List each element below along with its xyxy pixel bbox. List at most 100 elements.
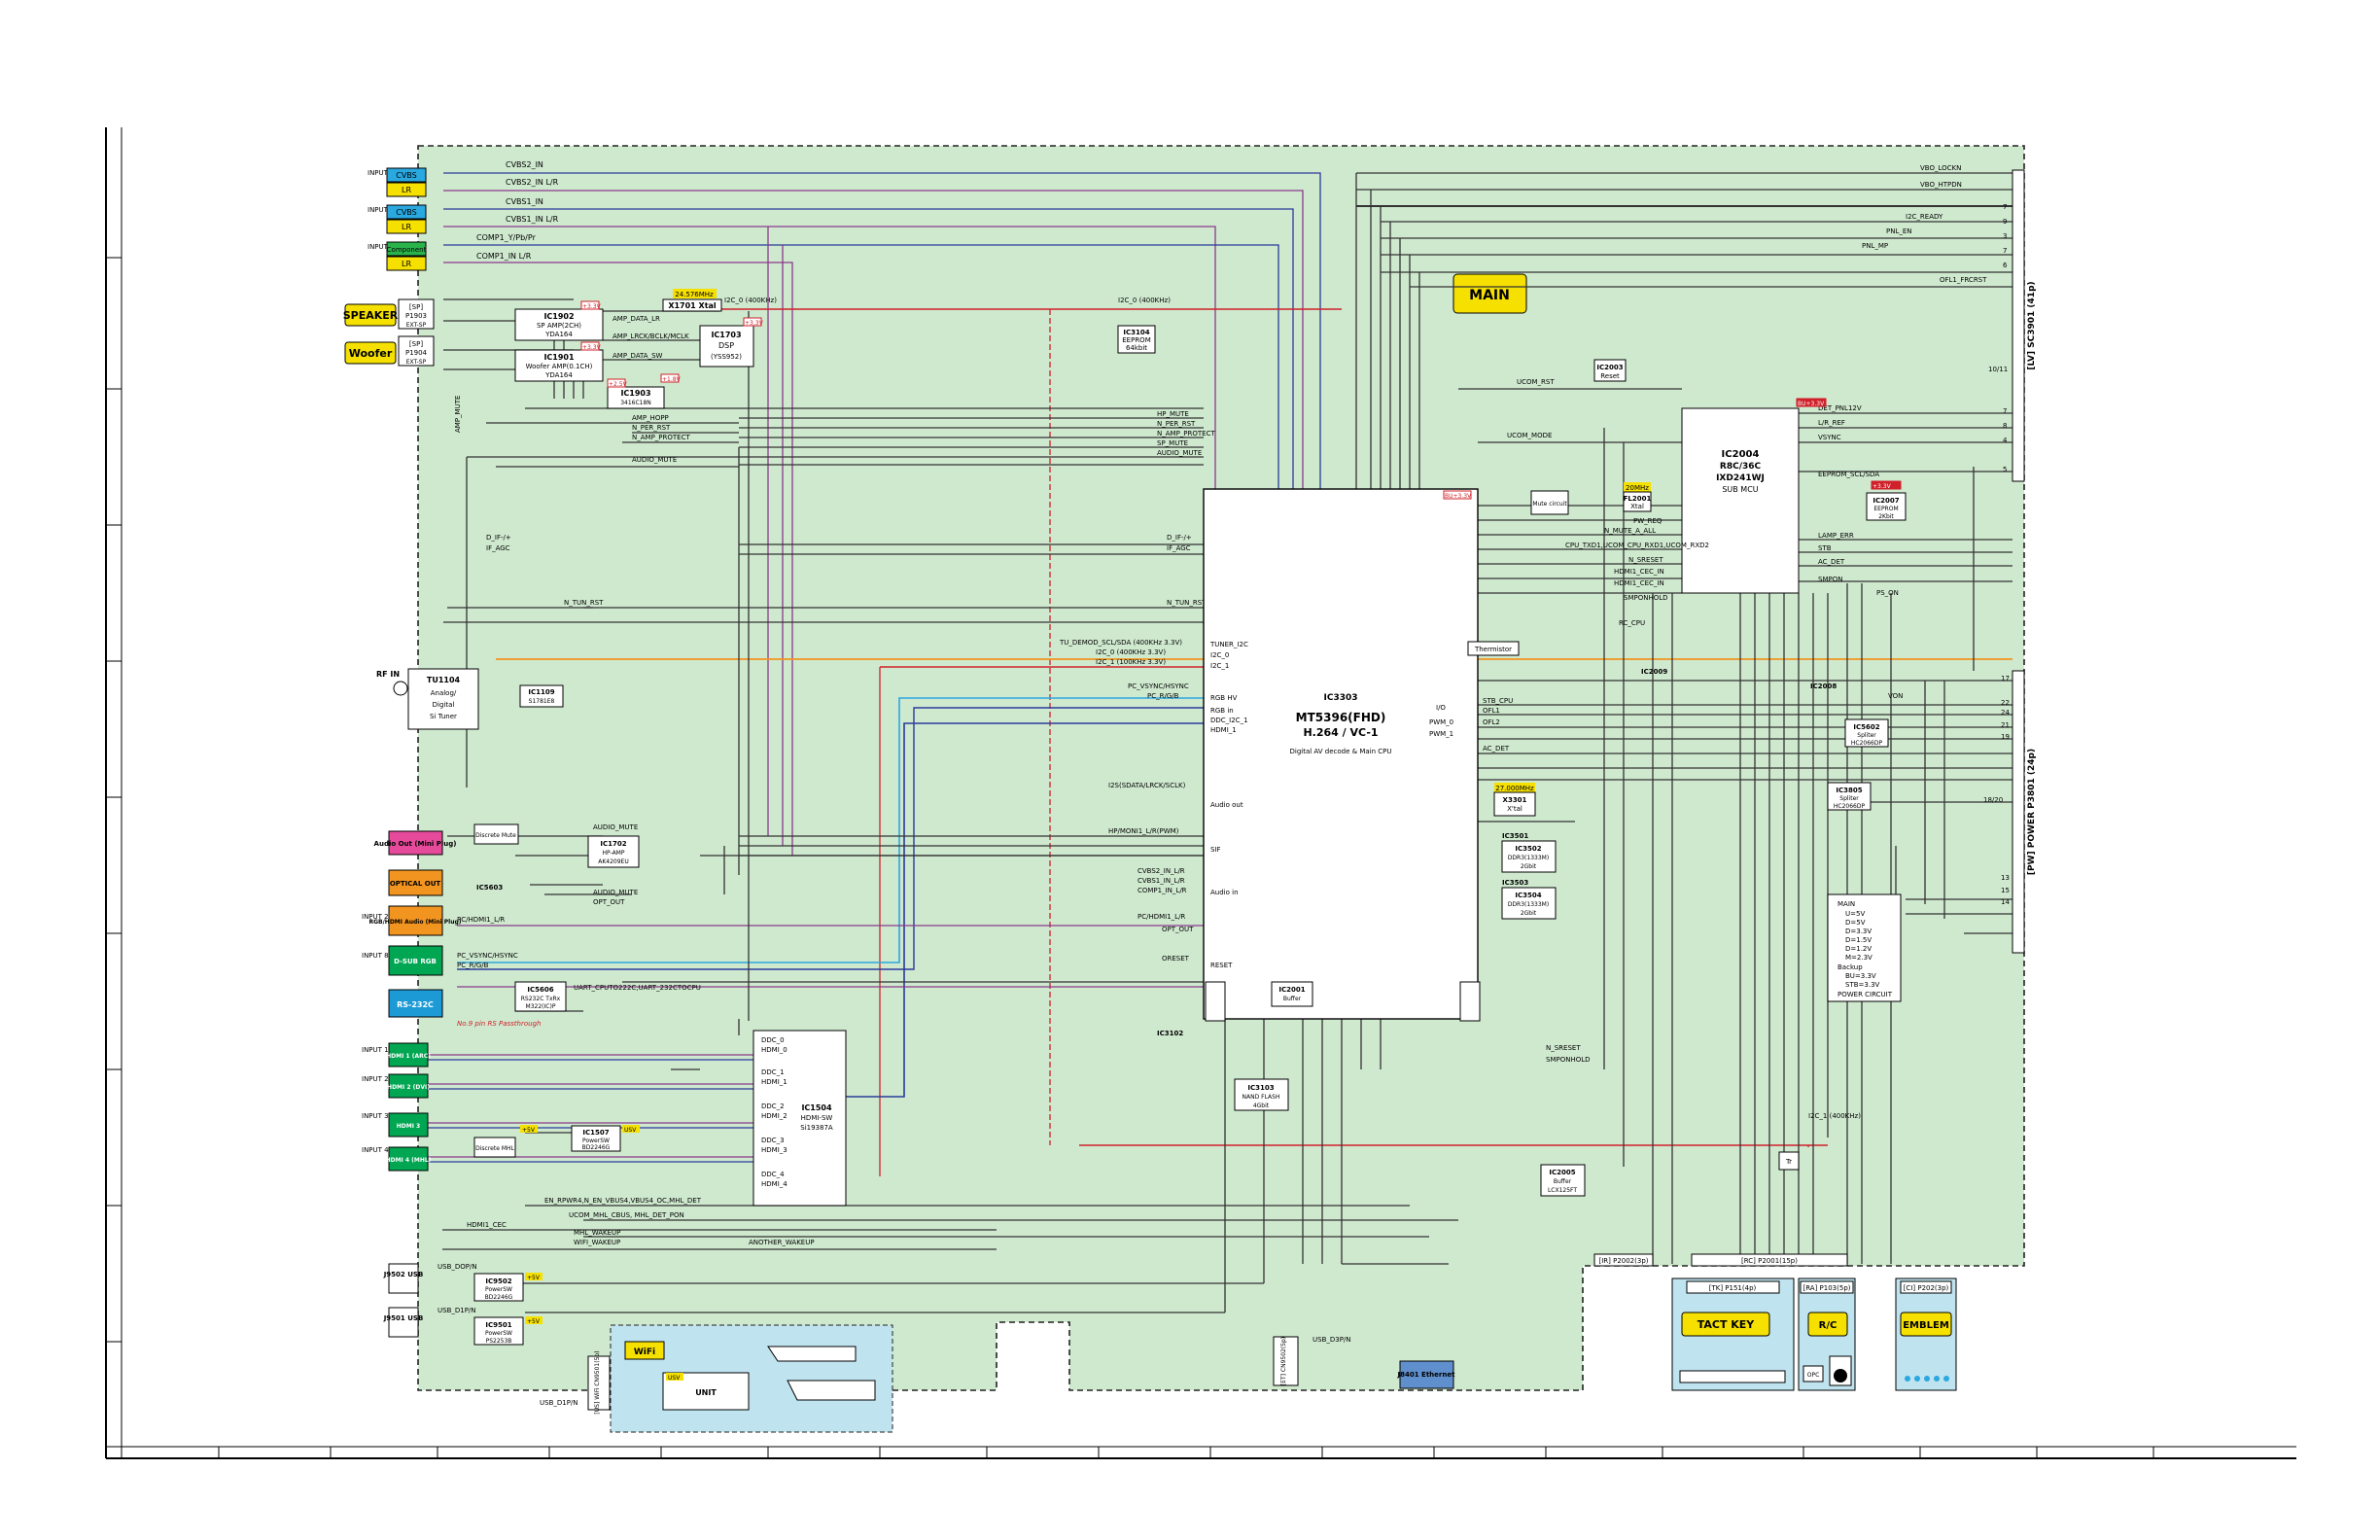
svg-text:IC3805: IC3805	[1836, 787, 1862, 794]
svg-text:SP_MUTE: SP_MUTE	[1157, 439, 1188, 447]
svg-text:IC3104: IC3104	[1123, 329, 1149, 336]
hdmi3-box	[388, 1112, 429, 1138]
ethernet-section: [ET] CN9502(5p) J8401 Ethernet	[1273, 1336, 1456, 1389]
svg-text:HDMI1_CEC: HDMI1_CEC	[467, 1221, 507, 1229]
usb1-label: J9502 USB	[383, 1271, 424, 1278]
svg-text:IC3504: IC3504	[1515, 892, 1541, 899]
ic5602-box	[1844, 718, 1889, 748]
svg-text:HDMI1_CEC_IN: HDMI1_CEC_IN	[1614, 568, 1664, 576]
svg-text:Buffer: Buffer	[1283, 996, 1302, 1002]
svg-text:P1903: P1903	[405, 312, 427, 320]
mute-circuit-box	[1530, 490, 1569, 515]
svg-text:IC1109: IC1109	[528, 688, 554, 696]
ic1109-box	[519, 684, 564, 708]
svg-text:OPC: OPC	[1807, 1372, 1820, 1379]
svg-text:SMPONHOLD: SMPONHOLD	[1546, 1056, 1591, 1064]
svg-text:Buffer: Buffer	[1554, 1178, 1572, 1185]
thermistor-box	[1467, 641, 1520, 656]
svg-text:Discrete MHL: Discrete MHL	[475, 1145, 514, 1152]
connector-sc3901-label: [LV] SC3901 (41p)	[2027, 281, 2037, 369]
ic2005-box	[1540, 1164, 1586, 1197]
svg-text:RESET: RESET	[1210, 962, 1233, 969]
top-signal-labels: CVBS2_IN CVBS2_IN L/R CVBS1_IN CVBS1_IN …	[476, 160, 559, 261]
svg-text:Xtal: Xtal	[1630, 503, 1644, 510]
svg-text:S1781E8: S1781E8	[529, 698, 555, 705]
ic2007-box	[1866, 492, 1907, 521]
hdmi4-label: HDMI 4 (MHL)	[386, 1157, 432, 1164]
usb-section: J9502 USB J9501 USB IC9502 PowerSW BD224…	[383, 1263, 1351, 1407]
svg-text:OPT_OUT: OPT_OUT	[1162, 926, 1194, 933]
audio-ic-group: IC1902 SP AMP(2CH) YDA164 IC1901 Woofer …	[454, 289, 1215, 464]
svg-text:MHL_WAKEUP: MHL_WAKEUP	[574, 1229, 620, 1237]
main-title-box	[1452, 273, 1527, 314]
audio-out-box	[388, 830, 443, 856]
svg-text:7: 7	[2003, 247, 2007, 255]
svg-text:H.264 / VC-1: H.264 / VC-1	[1303, 726, 1378, 739]
wifi-section: WiFi UNIT [US] WiFi CN9501(5p)	[587, 1341, 876, 1415]
svg-text:HDMI_0: HDMI_0	[761, 1046, 788, 1054]
svg-text:No.9 pin RS Passthrough: No.9 pin RS Passthrough	[457, 1020, 541, 1028]
speaker-label: SPEAKER	[343, 309, 399, 322]
ic9502-box	[473, 1273, 524, 1302]
svg-text:DET_PNL12V: DET_PNL12V	[1818, 404, 1862, 412]
svg-text:Discrete Mute: Discrete Mute	[475, 832, 516, 839]
ethernet-label: J8401 Ethernet	[1397, 1371, 1456, 1379]
svg-text:I2C_0 (400KHz 3.3V): I2C_0 (400KHz 3.3V)	[1096, 648, 1166, 656]
ic1902-box	[514, 308, 604, 341]
svg-text:IC1507: IC1507	[582, 1129, 609, 1137]
hdmi2-label: HDMI 2 (DVI)	[387, 1084, 430, 1091]
left-outputs: Audio Out (Mini Plug) OPTICAL OUT INPUT …	[362, 830, 462, 1172]
x3301-box	[1493, 791, 1536, 817]
svg-text:PNL_EN: PNL_EN	[1886, 228, 1912, 235]
svg-text:BU+3.3V: BU+3.3V	[1798, 401, 1825, 407]
svg-text:RGB in: RGB in	[1210, 707, 1234, 715]
svg-text:IC3303: IC3303	[1323, 693, 1357, 703]
ic2004-box	[1681, 407, 1800, 594]
svg-text:I2C_1 (400KHz): I2C_1 (400KHz)	[1808, 1112, 1861, 1120]
svg-text:STB: STB	[1818, 544, 1832, 552]
svg-text:IC5606: IC5606	[527, 986, 553, 994]
input-jacks: INPUT 7 CVBS LR INPUT 6 CVBS LR INPUT 5 …	[368, 167, 427, 271]
svg-text:U=5V: U=5V	[1845, 910, 1865, 918]
svg-text:+2.5V: +2.5V	[609, 381, 628, 388]
ic3504-box	[1501, 887, 1557, 920]
svg-text:IC1702: IC1702	[600, 840, 626, 848]
tuner: RF IN TU1104 Analog/ Digital Si Tuner IC…	[376, 534, 1207, 730]
svg-text:AUDIO_MUTE: AUDIO_MUTE	[593, 889, 638, 896]
svg-text:8: 8	[2003, 422, 2007, 430]
svg-text:AC_DET: AC_DET	[1818, 558, 1845, 566]
ic3303-box	[1203, 488, 1479, 1020]
ic1901-box	[514, 349, 604, 382]
svg-text:IC2008: IC2008	[1810, 682, 1837, 690]
svg-text:TU_DEMOD_SCL/SDA (400KHz 3.3V): TU_DEMOD_SCL/SDA (400KHz 3.3V)	[1059, 639, 1182, 647]
svg-text:2Gbit: 2Gbit	[1521, 863, 1537, 870]
svg-text:P1904: P1904	[405, 349, 428, 357]
svg-text:UART_CPUTO222C,UART_232CTOCPU: UART_CPUTO222C,UART_232CTOCPU	[574, 984, 701, 992]
svg-text:EEPROM: EEPROM	[1873, 506, 1898, 512]
svg-text:+3.3V: +3.3V	[745, 320, 764, 327]
emblem-label: EMBLEM	[1903, 1320, 1949, 1331]
svg-text:COMP1_IN_L/R: COMP1_IN_L/R	[1138, 887, 1187, 894]
svg-text:EXT-SP: EXT-SP	[406, 322, 427, 329]
svg-text:IC3502: IC3502	[1515, 845, 1541, 853]
svg-text:LAMP_ERR: LAMP_ERR	[1818, 532, 1854, 540]
svg-text:2Gbit: 2Gbit	[1521, 910, 1537, 917]
svg-text:[US] WiFi CN9501(5p): [US] WiFi CN9501(5p)	[594, 1350, 601, 1414]
ic5606-box	[514, 981, 567, 1012]
svg-text:OFL1_FRCRST: OFL1_FRCRST	[1940, 276, 1987, 284]
input7-lr: LR	[402, 186, 411, 194]
tact-key-label: TACT KEY	[1698, 1318, 1756, 1331]
svg-text:13: 13	[2001, 874, 2010, 882]
voltage-flags: +3.3V +3.3V +3.3V +1.8V +2.5V BU+3.3V BU…	[520, 300, 1902, 1382]
svg-text:SIF: SIF	[1210, 846, 1221, 854]
svg-text:I2C_1: I2C_1	[1210, 662, 1229, 670]
svg-text:UCOM_RST: UCOM_RST	[1517, 378, 1555, 386]
tu1104-box	[407, 668, 479, 730]
svg-text:Woofer AMP(0.1CH): Woofer AMP(0.1CH)	[526, 363, 593, 370]
svg-text:PW_REQ: PW_REQ	[1633, 517, 1662, 525]
svg-text:Reset: Reset	[1600, 372, 1620, 380]
svg-text:AUDIO_MUTE: AUDIO_MUTE	[593, 823, 638, 831]
svg-text:RS232C TxRx: RS232C TxRx	[521, 996, 561, 1002]
svg-text:DDC_2: DDC_2	[761, 1102, 785, 1110]
svg-text:HDMI-SW: HDMI-SW	[801, 1114, 833, 1122]
